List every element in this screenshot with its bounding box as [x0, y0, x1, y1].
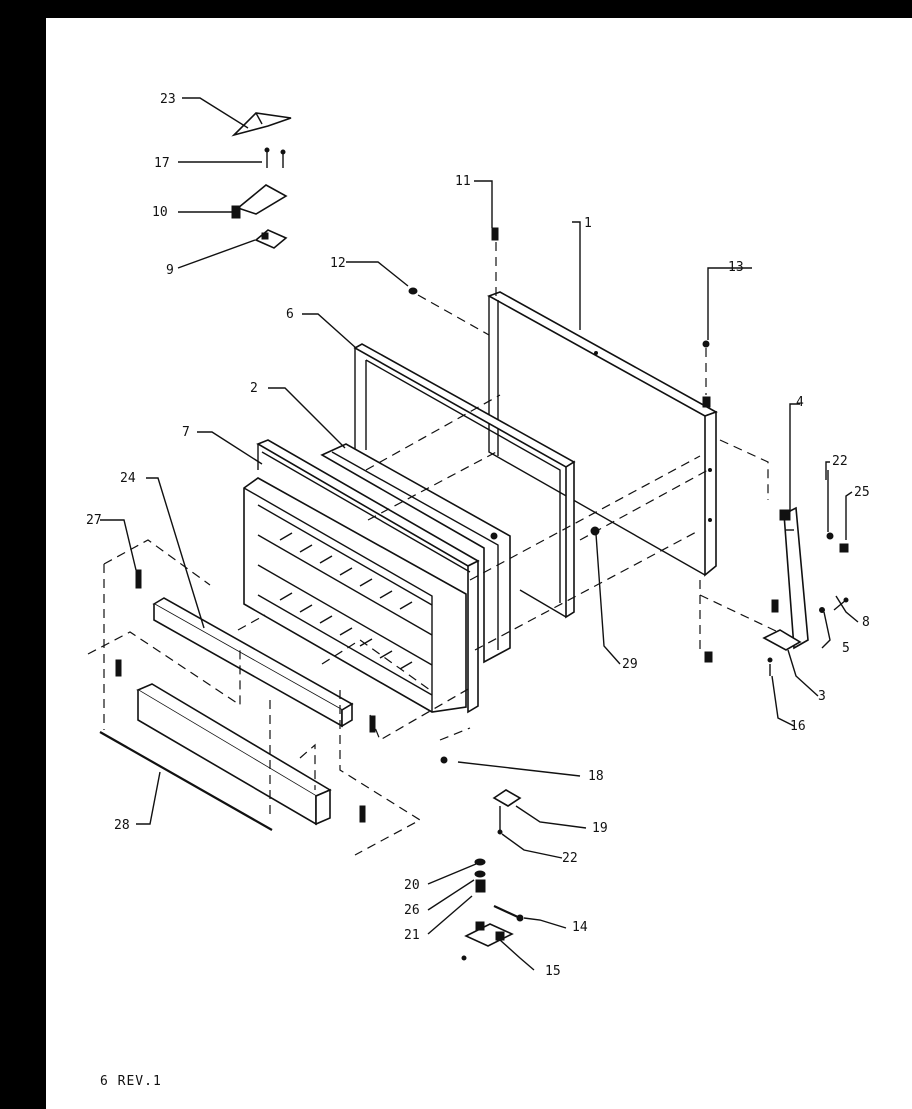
- part-25-nut: [839, 543, 849, 553]
- part-28-lower-rail: [99, 683, 332, 831]
- callout-9: 9: [166, 263, 174, 278]
- leader-lines: [100, 97, 859, 971]
- part-13-screw: [702, 340, 711, 408]
- part-22-screw-right: [826, 470, 834, 540]
- callout-16: 16: [790, 719, 806, 734]
- callout-25: 25: [854, 485, 870, 500]
- callout-15: 15: [545, 964, 561, 979]
- part-1-door-panel: [487, 291, 718, 577]
- part-4-hinge-bar: [779, 506, 809, 650]
- callout-6: 6: [286, 307, 294, 322]
- part-2-door-liner: [320, 443, 511, 664]
- revision-label: 6 REV.1: [100, 1074, 162, 1089]
- callout-12: 12: [330, 256, 346, 271]
- callout-10: 10: [152, 205, 168, 220]
- part-22-screw-lower: [497, 829, 503, 835]
- part-15-lower-hinge: [461, 921, 514, 961]
- part-17-screws: [264, 147, 286, 168]
- part-21-bushing: [475, 879, 486, 893]
- part-14-hinge-pin: [493, 905, 524, 922]
- part-6-gasket-frame: [353, 343, 576, 619]
- callout-8: 8: [862, 615, 870, 630]
- callout-24: 24: [120, 471, 136, 486]
- callout-21: 21: [404, 928, 420, 943]
- callout-11: 11: [455, 174, 471, 189]
- part-26-spacer: [474, 870, 486, 878]
- part-20-washer: [474, 858, 486, 866]
- part-19-bracket: [492, 789, 522, 830]
- part-16-screw: [767, 657, 773, 676]
- part-11-screw: [491, 227, 499, 296]
- part-5-washer: [819, 607, 825, 613]
- callout-2: 2: [250, 381, 258, 396]
- callout-5: 5: [842, 641, 850, 656]
- part-27-clip: [115, 569, 142, 677]
- part-7-door-gasket: [256, 439, 480, 714]
- callout-22-lower: 22: [562, 851, 578, 866]
- part-8-pin: [833, 597, 849, 611]
- callout-1: 1: [584, 216, 592, 231]
- callout-3: 3: [818, 689, 826, 704]
- basket-hardware: [359, 526, 713, 823]
- assembly-guide-lines: [87, 394, 779, 856]
- part-10-hinge-plate: [231, 184, 288, 219]
- callout-29: 29: [622, 657, 638, 672]
- callout-27: 27: [86, 513, 102, 528]
- part-12-screw: [408, 287, 490, 336]
- callout-28: 28: [114, 818, 130, 833]
- callout-4: 4: [796, 395, 804, 410]
- callout-13: 13: [728, 260, 744, 275]
- part-9-hinge-bracket: [254, 229, 288, 249]
- callout-18: 18: [588, 769, 604, 784]
- callout-19: 19: [592, 821, 608, 836]
- part-3-hinge-bracket: [762, 599, 802, 651]
- callout-26: 26: [404, 903, 420, 918]
- door-basket: [243, 477, 467, 713]
- callout-20: 20: [404, 878, 420, 893]
- callout-23: 23: [160, 92, 176, 107]
- callout-17: 17: [154, 156, 170, 171]
- callout-labels: 1 2 3 4 5 6 7 8 9 10 11 12 13 14 15 16 1…: [86, 92, 870, 979]
- callout-14: 14: [572, 920, 588, 935]
- part-23-handle-cap: [231, 112, 292, 137]
- callout-7: 7: [182, 425, 190, 440]
- callout-22-upper: 22: [832, 454, 848, 469]
